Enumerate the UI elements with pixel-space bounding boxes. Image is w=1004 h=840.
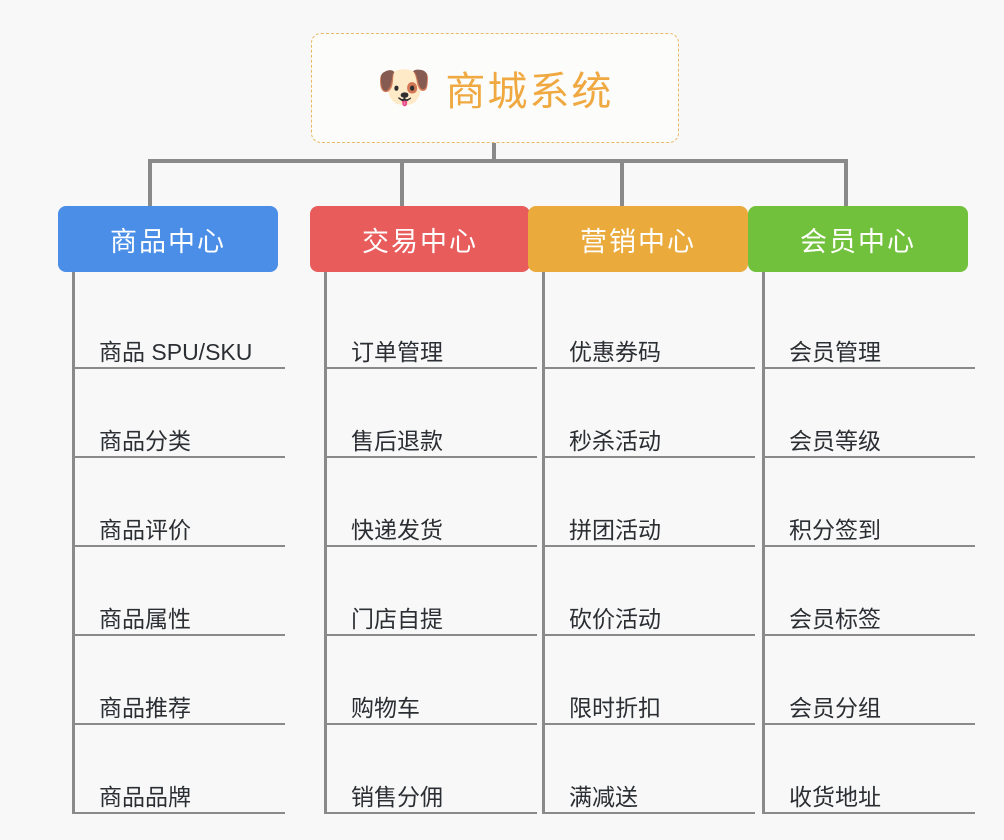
leaf-item[interactable]: 限时折扣	[542, 636, 755, 725]
leaf-item[interactable]: 积分签到	[762, 458, 975, 547]
leaf-label: 收货地址	[789, 783, 881, 810]
leaf-label: 商品品牌	[99, 783, 191, 810]
leaf-label: 快递发货	[351, 516, 443, 543]
leaf-underline	[542, 545, 755, 547]
leaf-label: 会员分组	[789, 694, 881, 721]
category-title: 会员中心	[800, 226, 916, 257]
leaf-underline	[762, 723, 975, 725]
leaf-label: 商品评价	[99, 516, 191, 543]
leaf-label: 门店自提	[351, 605, 443, 632]
leaf-label: 订单管理	[351, 338, 443, 365]
leaf-item[interactable]: 商品属性	[72, 547, 285, 636]
leaf-item[interactable]: 会员等级	[762, 369, 975, 458]
category-items-member-center: 会员管理 会员等级 积分签到 会员标签 会员分组 收货地址	[762, 272, 975, 814]
leaf-underline	[72, 545, 285, 547]
category-items-product-center: 商品 SPU/SKU 商品分类 商品评价 商品属性 商品推荐 商品品牌	[72, 272, 285, 814]
leaf-item[interactable]: 快递发货	[324, 458, 537, 547]
leaf-underline	[762, 545, 975, 547]
leaf-item[interactable]: 购物车	[324, 636, 537, 725]
leaf-label: 会员标签	[789, 605, 881, 632]
category-header-product-center[interactable]: 商品中心	[58, 206, 278, 272]
leaf-label: 优惠券码	[569, 338, 661, 365]
leaf-underline	[72, 367, 285, 369]
leaf-label: 购物车	[351, 694, 420, 721]
leaf-item[interactable]: 商品分类	[72, 369, 285, 458]
category-items-trade-center: 订单管理 售后退款 快递发货 门店自提 购物车 销售分佣	[324, 272, 537, 814]
leaf-underline	[324, 545, 537, 547]
category-column-trade-center: 交易中心 订单管理 售后退款 快递发货 门店自提 购物车	[310, 206, 537, 814]
leaf-item[interactable]: 拼团活动	[542, 458, 755, 547]
connector-root-stem	[492, 143, 496, 163]
leaf-label: 售后退款	[351, 427, 443, 454]
leaf-label: 商品属性	[99, 605, 191, 632]
root-title: 商城系统	[445, 70, 614, 114]
leaf-underline	[542, 456, 755, 458]
leaf-underline	[324, 634, 537, 636]
shiba-dog-face-icon: 🐶	[376, 63, 432, 112]
category-header-member-center[interactable]: 会员中心	[748, 206, 968, 272]
category-title: 商品中心	[110, 226, 226, 257]
leaf-underline	[72, 634, 285, 636]
leaf-label: 销售分佣	[351, 783, 443, 810]
category-column-marketing-center: 营销中心 优惠券码 秒杀活动 拼团活动 砍价活动 限时折扣	[528, 206, 755, 814]
leaf-label: 秒杀活动	[569, 427, 661, 454]
root-node[interactable]: 🐶 商城系统	[311, 33, 679, 143]
leaf-underline	[72, 456, 285, 458]
leaf-item[interactable]: 秒杀活动	[542, 369, 755, 458]
leaf-item[interactable]: 会员分组	[762, 636, 975, 725]
leaf-item[interactable]: 满减送	[542, 725, 755, 814]
leaf-underline	[542, 367, 755, 369]
connector-drop-2	[400, 159, 404, 207]
leaf-underline	[542, 723, 755, 725]
leaf-item[interactable]: 商品评价	[72, 458, 285, 547]
leaf-item[interactable]: 会员管理	[762, 280, 975, 369]
leaf-underline	[762, 456, 975, 458]
leaf-item[interactable]: 砍价活动	[542, 547, 755, 636]
leaf-item[interactable]: 会员标签	[762, 547, 975, 636]
leaf-underline	[324, 812, 537, 814]
leaf-underline	[762, 812, 975, 814]
leaf-label: 商品推荐	[99, 694, 191, 721]
leaf-label: 商品分类	[99, 427, 191, 454]
leaf-underline	[324, 723, 537, 725]
leaf-underline	[542, 812, 755, 814]
leaf-label: 满减送	[569, 783, 638, 810]
leaf-item[interactable]: 商品 SPU/SKU	[72, 280, 285, 369]
leaf-underline	[324, 456, 537, 458]
leaf-label: 限时折扣	[569, 694, 661, 721]
connector-horizontal-bar	[148, 159, 848, 163]
leaf-underline	[324, 367, 537, 369]
category-column-product-center: 商品中心 商品 SPU/SKU 商品分类 商品评价 商品属性 商品推荐	[58, 206, 285, 814]
leaf-item[interactable]: 订单管理	[324, 280, 537, 369]
leaf-item[interactable]: 门店自提	[324, 547, 537, 636]
leaf-underline	[72, 723, 285, 725]
leaf-item[interactable]: 优惠券码	[542, 280, 755, 369]
leaf-label: 砍价活动	[569, 605, 661, 632]
category-column-member-center: 会员中心 会员管理 会员等级 积分签到 会员标签 会员分组	[748, 206, 975, 814]
category-items-marketing-center: 优惠券码 秒杀活动 拼团活动 砍价活动 限时折扣 满减送	[542, 272, 755, 814]
leaf-label: 会员等级	[789, 427, 881, 454]
leaf-label: 会员管理	[789, 338, 881, 365]
category-header-trade-center[interactable]: 交易中心	[310, 206, 530, 272]
leaf-underline	[762, 634, 975, 636]
connector-drop-4	[844, 159, 848, 207]
leaf-underline	[762, 367, 975, 369]
leaf-underline	[72, 812, 285, 814]
category-title: 交易中心	[362, 226, 478, 257]
leaf-item[interactable]: 收货地址	[762, 725, 975, 814]
connector-drop-1	[148, 159, 152, 207]
leaf-item[interactable]: 商品品牌	[72, 725, 285, 814]
leaf-item[interactable]: 商品推荐	[72, 636, 285, 725]
connector-drop-3	[620, 159, 624, 207]
category-header-marketing-center[interactable]: 营销中心	[528, 206, 748, 272]
leaf-label: 积分签到	[789, 516, 881, 543]
leaf-underline	[542, 634, 755, 636]
leaf-label: 拼团活动	[569, 516, 661, 543]
leaf-item[interactable]: 销售分佣	[324, 725, 537, 814]
category-title: 营销中心	[580, 226, 696, 257]
leaf-label: 商品 SPU/SKU	[99, 338, 253, 365]
leaf-item[interactable]: 售后退款	[324, 369, 537, 458]
